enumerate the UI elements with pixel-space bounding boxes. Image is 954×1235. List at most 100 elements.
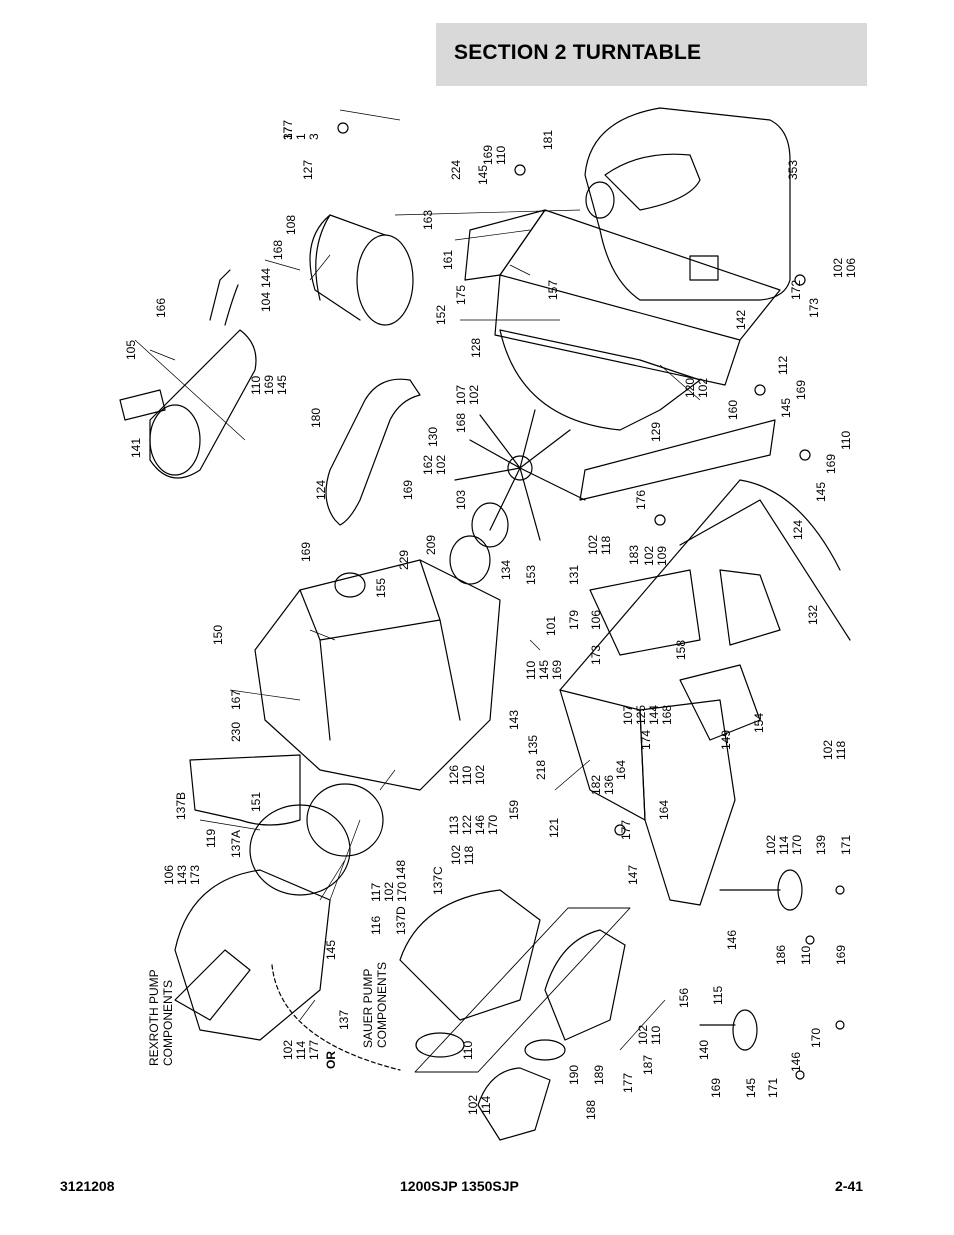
callout-label: 144: [259, 268, 273, 288]
callout-label: 3: [307, 133, 321, 140]
diagram-artwork: [119, 107, 851, 1141]
callout-label: 143: [175, 865, 189, 885]
footer-page-number: 2-41: [835, 1178, 864, 1194]
callout-label: 173: [188, 865, 202, 885]
callout-label: 353: [786, 160, 800, 180]
or-label: OR: [324, 1051, 338, 1069]
callout-label: 118: [834, 741, 848, 760]
callout-label: 169: [481, 145, 495, 165]
callout-label: 1: [294, 133, 308, 140]
leader-lines: [134, 109, 701, 1051]
callout-label: 145: [779, 398, 793, 418]
callout-label: 170: [486, 815, 500, 835]
callout-label: 137B: [174, 792, 188, 820]
callout-label: 110: [494, 146, 508, 165]
callout-label: 124: [791, 520, 805, 540]
callout-label: 218: [534, 760, 548, 780]
callout-label: 176: [634, 490, 648, 510]
callout-label: 182: [589, 775, 603, 795]
callout-label: 179: [567, 610, 581, 630]
callout-label: 139: [814, 835, 828, 855]
callout-label: 145: [744, 1078, 758, 1098]
callout-label: 190: [567, 1065, 581, 1085]
callout-label: 116: [369, 916, 383, 935]
callout-label: 169: [299, 542, 313, 562]
callout-label: 110: [799, 946, 813, 965]
callout-label: 107: [621, 705, 635, 725]
section-title: SECTION 2 TURNTABLE: [454, 41, 702, 64]
callout-label: 132: [806, 605, 820, 625]
callout-label: 114: [294, 1041, 308, 1060]
callout-label: 114: [479, 1096, 493, 1115]
callout-label: 137A: [229, 830, 243, 858]
callout-label: 37: [281, 126, 295, 140]
callout-label: 167: [229, 690, 243, 710]
callout-label: 145: [324, 940, 338, 960]
callout-label: 177: [619, 820, 633, 840]
callout-label: 209: [424, 535, 438, 555]
callout-label: 164: [657, 800, 671, 820]
callout-label: 145: [476, 165, 490, 185]
callout-label: 162: [421, 455, 435, 475]
callout-label: 169: [401, 480, 415, 500]
callout-label: 102: [636, 1025, 650, 1045]
callout-label: 110: [249, 376, 263, 395]
callout-label: 146: [789, 1052, 803, 1072]
callout-label: 137C: [431, 866, 445, 895]
callout-label: 110: [839, 431, 853, 450]
callout-label: 170: [809, 1028, 823, 1048]
callout-label: 102: [449, 845, 463, 865]
callout-label: 169: [824, 454, 838, 474]
callout-label: 102: [281, 1040, 295, 1060]
callout-label: 110: [460, 766, 474, 785]
callout-label: 102: [467, 385, 481, 405]
callout-label: 169: [709, 1078, 723, 1098]
callout-label: 157: [546, 280, 560, 300]
callout-label: 229: [397, 550, 411, 570]
callout-label: 151: [249, 792, 263, 812]
callout-label: 110: [524, 661, 538, 680]
callout-label: 141: [129, 438, 143, 458]
callout-label: 166: [154, 298, 168, 318]
callout-label: 177: [307, 1040, 321, 1060]
callout-label: 120: [683, 378, 697, 398]
callout-label: 118: [599, 536, 613, 555]
callout-label: 145: [537, 660, 551, 680]
callout-label: 135: [526, 735, 540, 755]
callout-label: 168: [271, 240, 285, 260]
callout-label: 146: [725, 930, 739, 950]
callout-label: 142: [734, 310, 748, 330]
callout-label: 187: [641, 1055, 655, 1075]
callout-label: 156: [677, 988, 691, 1008]
callout-label: 180: [309, 408, 323, 428]
callout-label: 102: [696, 378, 710, 398]
section-banner: SECTION 2 TURNTABLE: [436, 23, 867, 86]
callout-label: 102: [586, 535, 600, 555]
callout-label: 145: [275, 375, 289, 395]
callout-label: 104: [259, 292, 273, 312]
callout-label: 177: [281, 120, 295, 140]
callout-label: 148: [394, 860, 408, 880]
callout-label: 150: [211, 625, 225, 645]
callout-label: 103: [454, 490, 468, 510]
callout-label: 153: [524, 565, 538, 585]
footer-models: 1200SJP 1350SJP: [400, 1178, 519, 1194]
callout-label: 145: [814, 482, 828, 502]
callout-label: 102: [831, 258, 845, 278]
callout-label: 108: [284, 215, 298, 235]
callout-label: 147: [626, 865, 640, 885]
callout-label: 183: [627, 545, 641, 565]
callout-label: 181: [541, 130, 555, 150]
callout-label: 124: [314, 480, 328, 500]
callout-label: 173: [807, 298, 821, 318]
callout-label: 102: [434, 455, 448, 475]
callout-label: 158: [674, 640, 688, 660]
footer-doc-number: 3121208: [60, 1178, 115, 1194]
callout-label: 109: [655, 546, 669, 566]
callout-label: 106: [589, 610, 603, 630]
callout-label: 128: [469, 338, 483, 358]
callout-label: 160: [726, 400, 740, 420]
callout-label: 140: [697, 1040, 711, 1060]
